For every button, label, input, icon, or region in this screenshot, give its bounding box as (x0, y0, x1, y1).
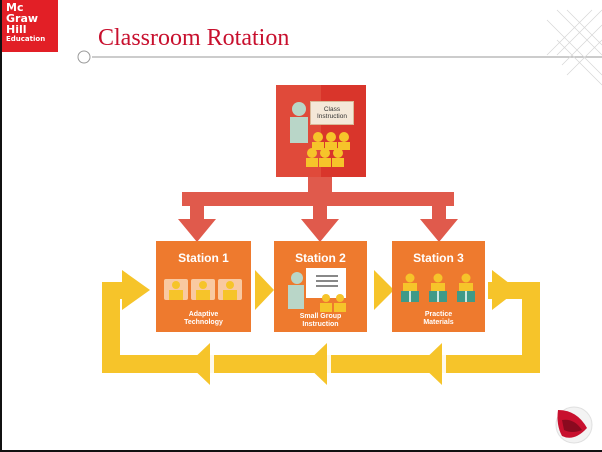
logo-line-4: Education (6, 35, 46, 43)
book-icon (401, 273, 475, 302)
teacher-icon (290, 102, 308, 143)
station-1-sub-1: Adaptive (188, 311, 219, 318)
class-instruction-box: Class Instruction (276, 85, 366, 177)
laptop-icon (164, 279, 242, 300)
station-1-sub-2: Technology (184, 319, 223, 326)
class-instruction-label: Class Instruction (310, 101, 354, 125)
mcgraw-hill-logo: Mc Graw Hill Education (2, 0, 58, 52)
class-label-line-1: Class (323, 105, 341, 113)
station-2-sub-2: Instruction (302, 321, 339, 328)
station-2-box: Station 2 Small Group Instruction (274, 241, 367, 332)
slide-title: Classroom Rotation (98, 25, 290, 51)
station-3-title: Station 3 (413, 251, 464, 265)
class-label-line-2: Instruction (317, 113, 347, 120)
logo-line-3: Hill (6, 23, 27, 36)
station-1-title: Station 1 (178, 251, 229, 265)
whiteboard-icon (288, 268, 346, 312)
logo-line-1: Mc (6, 1, 24, 14)
station-3-sub-2: Materials (423, 319, 454, 326)
station-3-box: Station 3 Practice Materials (392, 241, 485, 332)
station-2-title: Station 2 (295, 251, 346, 265)
class-instruction-illustration (276, 85, 350, 177)
logo-line-2: Graw (6, 12, 39, 25)
station-3-sub-1: Practice (424, 311, 453, 318)
station-2-sub-1: Small Group (299, 313, 342, 320)
people-icon (306, 132, 350, 167)
station-1-box: Station 1 Adaptive Technology (156, 241, 251, 332)
